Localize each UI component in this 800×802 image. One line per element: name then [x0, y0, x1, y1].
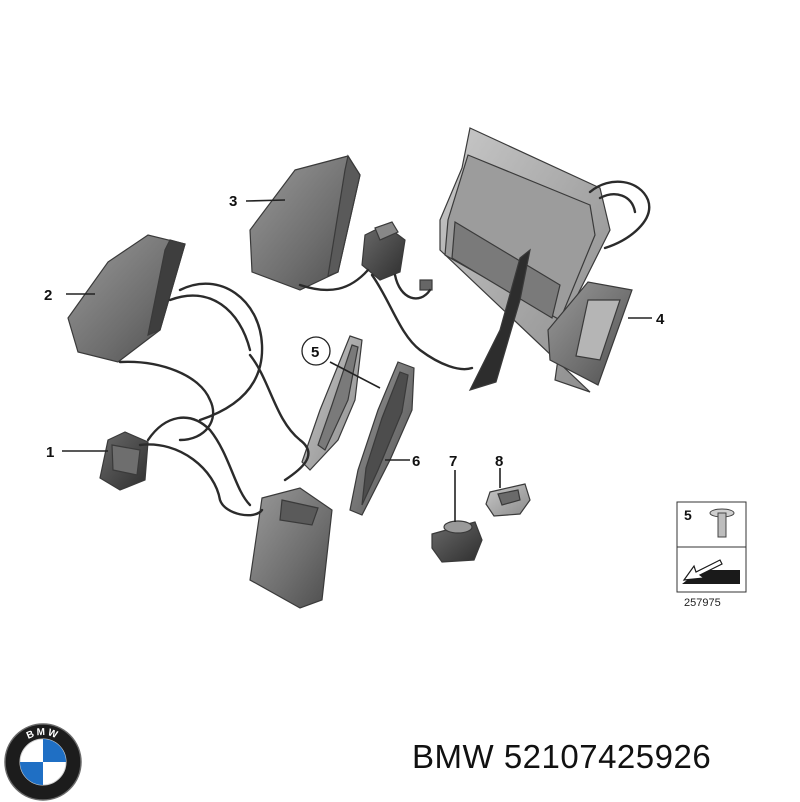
part-1-module — [99, 431, 149, 491]
callout-7: 7 — [449, 453, 457, 470]
legend-item-number: 5 — [684, 507, 692, 523]
part-6-panel — [349, 361, 415, 516]
lower-backrest-part — [249, 487, 333, 609]
callout-labels: 2 3 4 5 6 1 7 8 — [44, 193, 665, 470]
wiring-harness — [118, 268, 474, 517]
diagram-code: 257975 — [684, 597, 721, 609]
callout-5-circle — [301, 336, 331, 366]
logo-letters: BMW — [25, 727, 59, 742]
legend-box: 5 257975 — [676, 501, 747, 609]
callout-8: 8 — [495, 453, 503, 470]
part-2-side-panel — [67, 234, 186, 363]
part-7-knob — [431, 520, 483, 563]
fastener-icon — [709, 508, 735, 538]
arrow-icon — [682, 559, 740, 584]
leader-lines — [62, 199, 652, 522]
part-4-frame-assembly — [439, 127, 651, 393]
callout-6: 6 — [412, 453, 420, 470]
part-8-switch — [485, 483, 531, 517]
brand-part-number: BMW 52107425926 — [412, 738, 712, 775]
callout-2: 2 — [44, 287, 52, 304]
bmw-logo: BMW — [4, 723, 82, 801]
callout-3: 3 — [229, 193, 237, 210]
part-3-side-panel — [249, 154, 361, 291]
svg-text:BMW: BMW — [25, 727, 61, 742]
callout-5: 5 — [311, 344, 319, 361]
callout-4: 4 — [656, 311, 665, 328]
callout-1: 1 — [46, 444, 54, 461]
control-module — [361, 221, 433, 291]
